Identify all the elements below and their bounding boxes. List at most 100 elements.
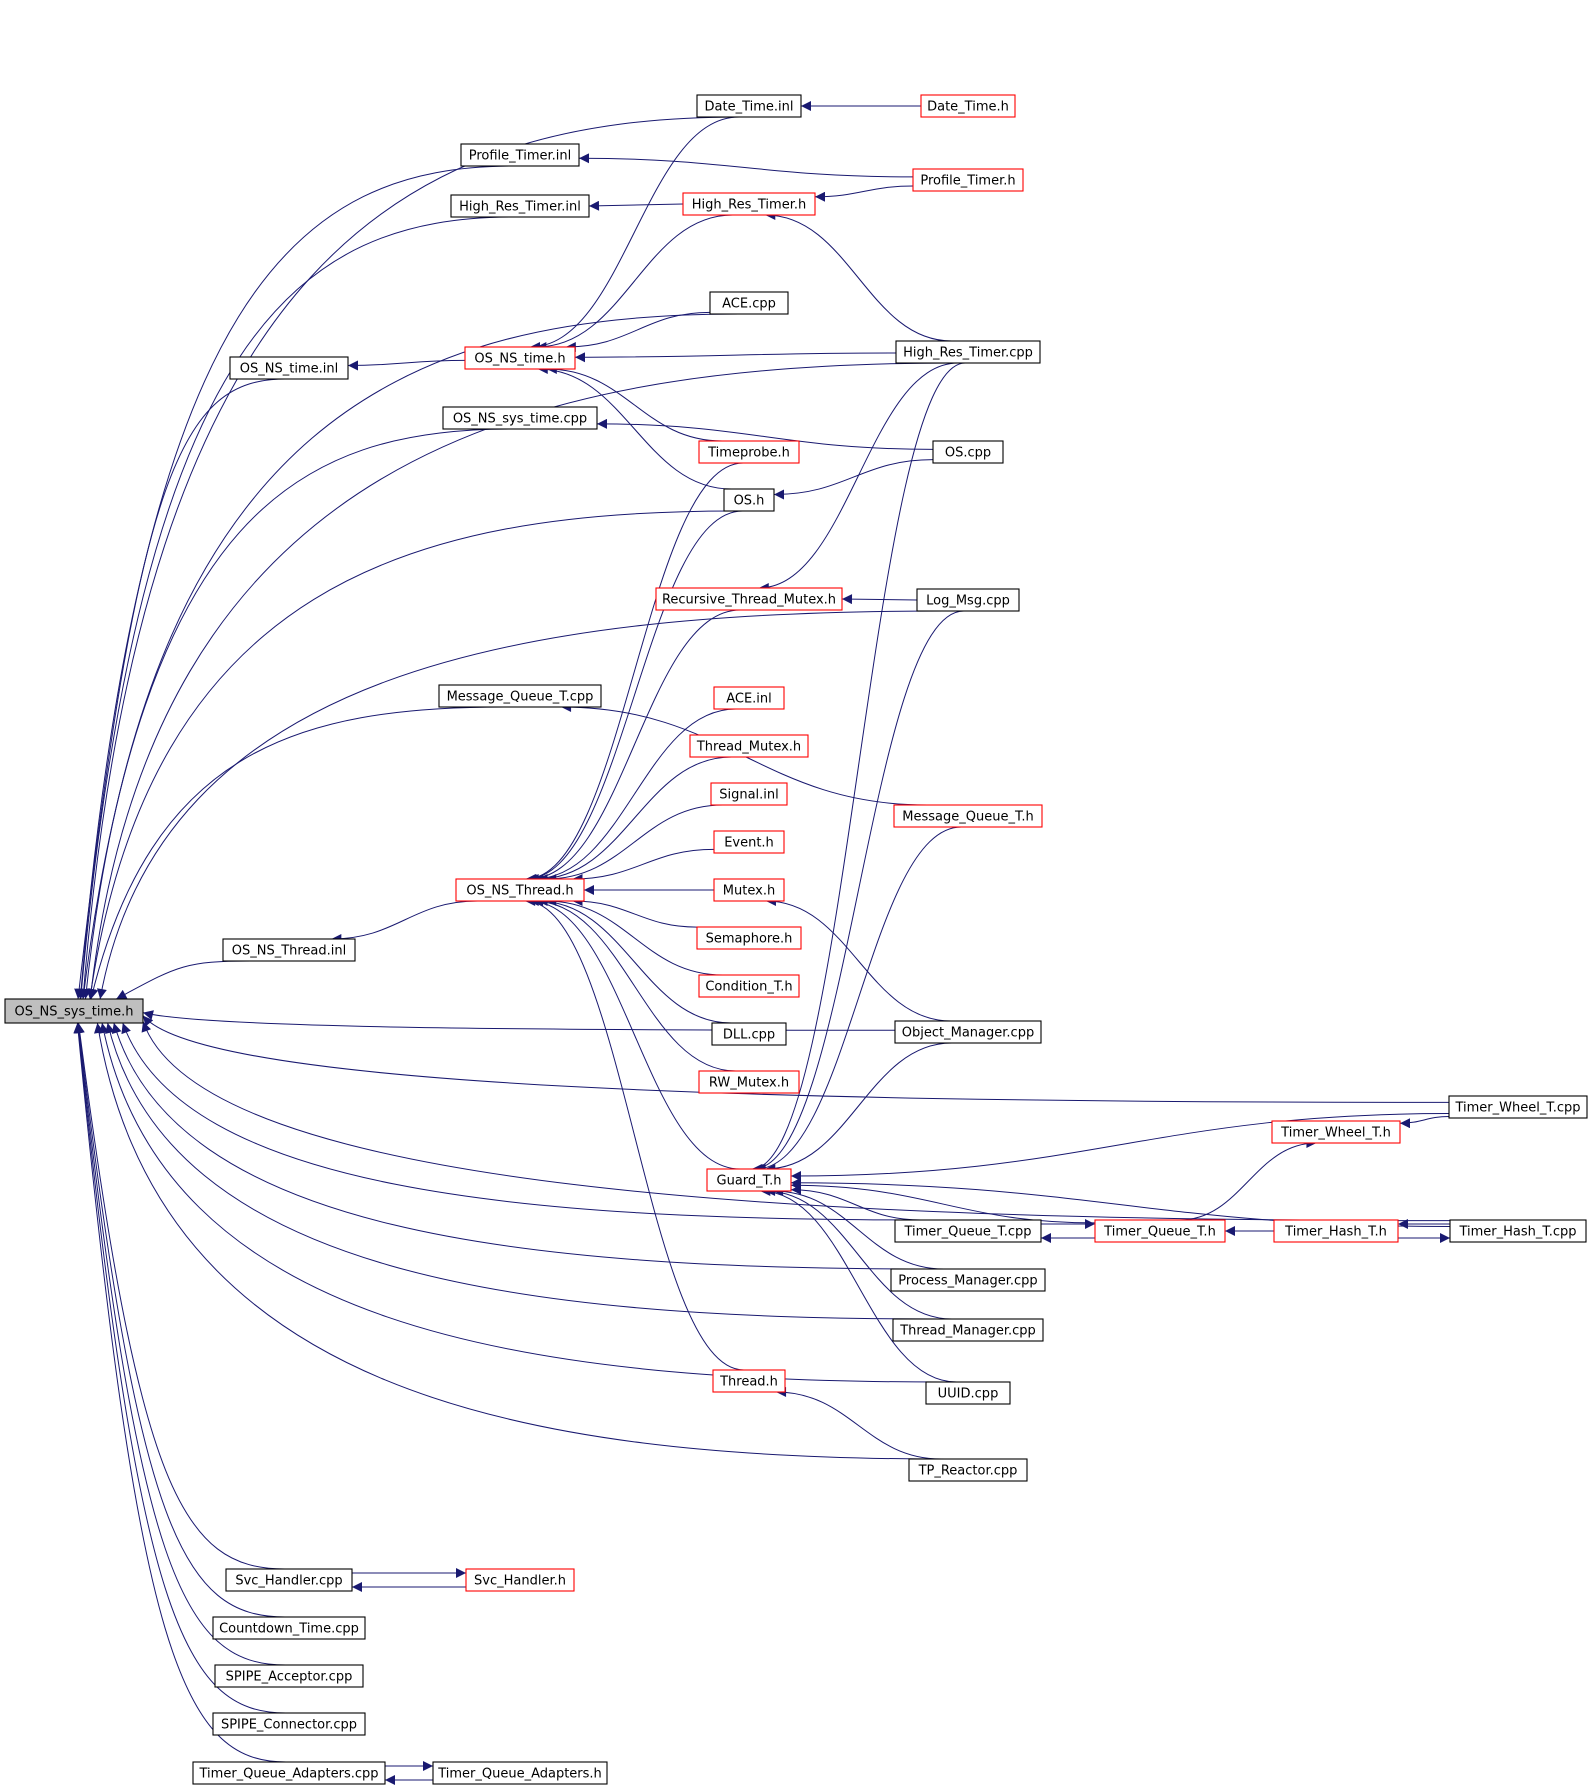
- node-box: [465, 1568, 575, 1592]
- edge-rw-mutex-h-to-os-ns-thread-h: [533, 896, 736, 1072]
- node-semaphore-h[interactable]: Semaphore.h: [696, 926, 802, 950]
- node-box: [894, 1219, 1042, 1243]
- node-box: [713, 686, 785, 710]
- node-spipe-acceptor-cpp[interactable]: SPIPE_Acceptor.cpp: [214, 1664, 364, 1688]
- node-label: TP_Reactor.cpp: [918, 1464, 1018, 1479]
- edge-high-res-timer-h-to-high-res-timer-inl: [588, 200, 684, 211]
- node-os-ns-sys-time-cpp[interactable]: OS_NS_sys_time.cpp: [442, 406, 598, 430]
- node-signal-inl[interactable]: Signal.inl: [710, 782, 788, 806]
- node-message-queue-t-h[interactable]: Message_Queue_T.h: [893, 804, 1043, 828]
- node-label: Timer_Hash_T.h: [1284, 1225, 1387, 1240]
- node-box: [655, 587, 843, 611]
- node-recursive-thread-mutex-h[interactable]: Recursive_Thread_Mutex.h: [655, 587, 843, 611]
- edge-countdown-time-cpp-to-os-ns-sys-time-h: [74, 1022, 286, 1618]
- node-mutex-h[interactable]: Mutex.h: [713, 878, 785, 902]
- node-label: Condition_T.h: [705, 980, 792, 995]
- node-label: Message_Queue_T.h: [902, 810, 1033, 825]
- edge-thread-h-to-os-ns-thread-h: [525, 896, 744, 1371]
- edge-timer-queue-t-cpp-to-os-ns-sys-time-h: [121, 1022, 924, 1221]
- node-log-msg-cpp[interactable]: Log_Msg.cpp: [916, 588, 1020, 612]
- edge-condition-t-h-to-os-ns-thread-h: [546, 896, 723, 976]
- node-label: OS_NS_Thread.inl: [232, 944, 347, 959]
- node-process-manager-cpp[interactable]: Process_Manager.cpp: [890, 1268, 1046, 1292]
- edge-object-manager-cpp-to-mutex-h: [765, 896, 952, 1022]
- node-object-manager-cpp[interactable]: Object_Manager.cpp: [894, 1020, 1042, 1044]
- nodes-layer: OS_NS_sys_time.h Date_Time.inl Date_Time.h…: [4, 94, 1588, 1785]
- node-profile-timer-inl[interactable]: Profile_Timer.inl: [460, 143, 580, 167]
- node-timer-wheel-t-h[interactable]: Timer_Wheel_T.h: [1271, 1120, 1401, 1144]
- node-label: OS_NS_sys_time.h: [15, 1005, 134, 1020]
- node-uuid-cpp[interactable]: UUID.cpp: [925, 1381, 1011, 1405]
- node-label: Date_Time.inl: [705, 100, 794, 115]
- node-box: [698, 974, 800, 998]
- node-date-time-h[interactable]: Date_Time.h: [920, 94, 1016, 118]
- edge-thread-mutex-h-to-os-ns-thread-h: [537, 756, 732, 884]
- edge-os-cpp-to-os-ns-sys-time-cpp: [596, 418, 934, 450]
- node-date-time-inl[interactable]: Date_Time.inl: [696, 94, 802, 118]
- node-box: [712, 1369, 786, 1393]
- node-label: Svc_Handler.h: [474, 1574, 566, 1589]
- node-os-ns-time-inl[interactable]: OS_NS_time.inl: [229, 356, 349, 380]
- node-rw-mutex-h[interactable]: RW_Mutex.h: [698, 1070, 800, 1094]
- node-timeprobe-h[interactable]: Timeprobe.h: [698, 440, 800, 464]
- node-thread-manager-cpp[interactable]: Thread_Manager.cpp: [892, 1318, 1044, 1342]
- node-event-h[interactable]: Event.h: [713, 830, 785, 854]
- node-timer-queue-adapters-cpp[interactable]: Timer_Queue_Adapters.cpp: [192, 1761, 386, 1785]
- node-box: [908, 1458, 1028, 1482]
- node-thread-h[interactable]: Thread.h: [712, 1369, 786, 1393]
- edge-tp-reactor-cpp-to-thread-h: [776, 1387, 941, 1460]
- node-high-res-timer-cpp[interactable]: High_Res_Timer.cpp: [895, 340, 1041, 364]
- node-os-ns-sys-time-h[interactable]: OS_NS_sys_time.h: [4, 998, 144, 1024]
- edge-timer-queue-t-cpp-to-guard-t-h: [790, 1184, 921, 1221]
- edge-recursive-thread-mutex-h-to-os-ns-thread-h: [528, 609, 741, 884]
- edge-ace-cpp-to-os-ns-time-h: [565, 311, 711, 352]
- node-profile-timer-h[interactable]: Profile_Timer.h: [912, 168, 1024, 192]
- node-os-ns-time-h[interactable]: OS_NS_time.h: [464, 346, 576, 370]
- node-timer-hash-t-cpp[interactable]: Timer_Hash_T.cpp: [1449, 1219, 1587, 1243]
- node-box: [709, 291, 789, 315]
- node-box: [450, 194, 590, 218]
- node-condition-t-h[interactable]: Condition_T.h: [698, 974, 800, 998]
- edge-dll-cpp-to-os-ns-thread-h: [537, 896, 732, 1024]
- node-box: [893, 804, 1043, 828]
- node-svc-handler-cpp[interactable]: Svc_Handler.cpp: [225, 1568, 353, 1592]
- node-label: Date_Time.h: [927, 100, 1009, 115]
- node-guard-t-h[interactable]: Guard_T.h: [706, 1168, 792, 1192]
- node-os-ns-thread-h[interactable]: OS_NS_Thread.h: [455, 878, 585, 902]
- edge-timer-hash-t-cpp-to-os-ns-sys-time-h: [141, 1021, 1451, 1222]
- node-high-res-timer-h[interactable]: High_Res_Timer.h: [682, 192, 816, 216]
- node-os-ns-thread-inl[interactable]: OS_NS_Thread.inl: [222, 938, 356, 962]
- node-timer-wheel-t-cpp[interactable]: Timer_Wheel_T.cpp: [1448, 1095, 1588, 1119]
- edge-os-ns-time-inl-to-os-ns-sys-time-h: [74, 378, 286, 1000]
- edge-object-manager-cpp-to-guard-t-h: [765, 1042, 952, 1174]
- node-box: [925, 1381, 1011, 1405]
- node-spipe-connector-cpp[interactable]: SPIPE_Connector.cpp: [212, 1712, 366, 1736]
- edge-timer-wheel-t-cpp-to-os-ns-sys-time-h: [142, 1015, 1450, 1103]
- node-tp-reactor-cpp[interactable]: TP_Reactor.cpp: [908, 1458, 1028, 1482]
- node-timer-queue-t-cpp[interactable]: Timer_Queue_T.cpp: [894, 1219, 1042, 1243]
- edge-high-res-timer-cpp-to-recursive-thread-mutex-h: [758, 362, 959, 593]
- node-countdown-time-cpp[interactable]: Countdown_Time.cpp: [212, 1616, 366, 1640]
- node-box: [212, 1616, 366, 1640]
- node-label: OS.h: [734, 494, 765, 509]
- node-os-h[interactable]: OS.h: [723, 488, 775, 512]
- node-high-res-timer-inl[interactable]: High_Res_Timer.inl: [450, 194, 590, 218]
- node-ace-inl[interactable]: ACE.inl: [713, 686, 785, 710]
- node-timer-queue-t-h[interactable]: Timer_Queue_T.h: [1094, 1219, 1226, 1243]
- edge-uuid-cpp-to-guard-t-h: [760, 1186, 957, 1383]
- node-dll-cpp[interactable]: DLL.cpp: [711, 1022, 787, 1046]
- edge-high-res-timer-cpp-to-os-ns-sys-time-h: [86, 362, 954, 1000]
- node-timer-queue-adapters-h[interactable]: Timer_Queue_Adapters.h: [432, 1761, 608, 1785]
- node-os-cpp[interactable]: OS.cpp: [932, 440, 1004, 464]
- node-thread-mutex-h[interactable]: Thread_Mutex.h: [689, 734, 809, 758]
- node-label: High_Res_Timer.inl: [459, 200, 581, 215]
- node-message-queue-t-cpp[interactable]: Message_Queue_T.cpp: [438, 684, 602, 708]
- node-label: Thread.h: [719, 1375, 778, 1390]
- node-box: [214, 1664, 364, 1688]
- node-timer-hash-t-h[interactable]: Timer_Hash_T.h: [1273, 1219, 1399, 1243]
- edge-os-ns-time-h-to-os-ns-time-inl: [347, 359, 466, 371]
- node-ace-cpp[interactable]: ACE.cpp: [709, 291, 789, 315]
- node-box: [713, 878, 785, 902]
- node-box: [912, 168, 1024, 192]
- node-svc-handler-h[interactable]: Svc_Handler.h: [465, 1568, 575, 1592]
